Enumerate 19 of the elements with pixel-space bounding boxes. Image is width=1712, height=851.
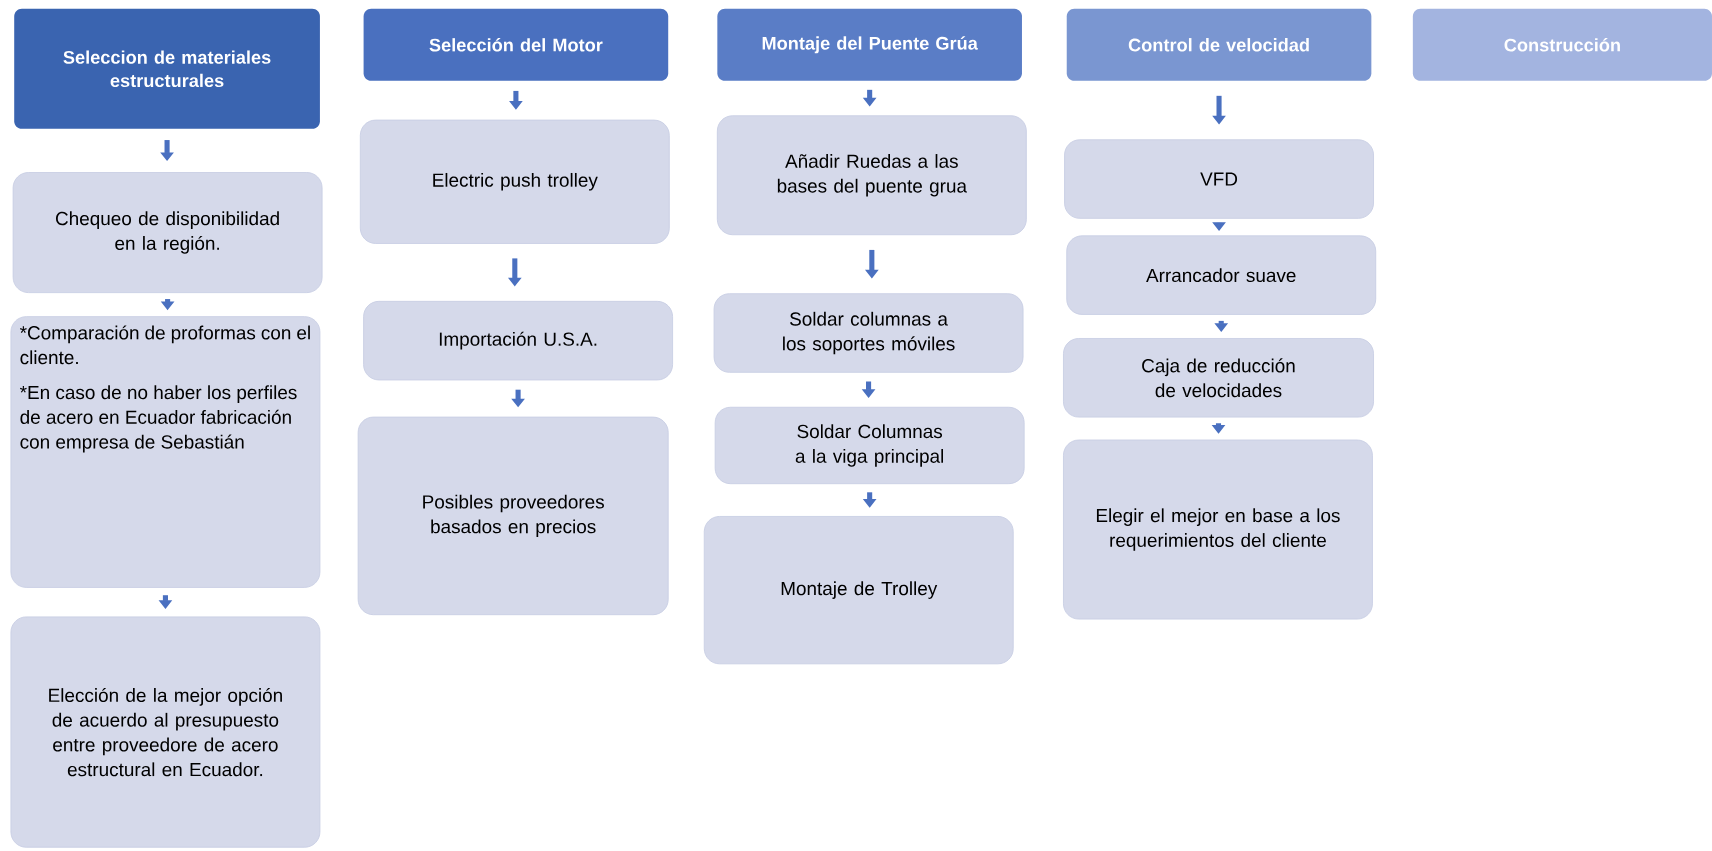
step-box: Caja de reducción de velocidades [1063, 338, 1374, 418]
step-box: *Comparación de proformas con el cliente. *En caso de no haber los perfiles de acero en Ecuador fabricación con empresa de Sebastián [10, 316, 321, 589]
header-box: Seleccion de materiales estructurales [14, 8, 320, 130]
step-box: Arrancador suave [1066, 235, 1377, 316]
header-box: Selección del Motor [363, 8, 669, 82]
step-box: Montaje de Trolley [703, 516, 1014, 665]
step-box: VFD [1064, 139, 1374, 220]
step-box: Posibles proveedores basados en precios [357, 416, 669, 616]
header-box: Construcción [1412, 8, 1712, 82]
step-box: Soldar Columnas a la viga principal [714, 407, 1025, 485]
step-box: Importación U.S.A. [363, 301, 673, 381]
step-box: Electric push trolley [359, 119, 670, 245]
header-box: Control de velocidad [1066, 8, 1372, 82]
step-box: Chequeo de disponibilidad en la región. [12, 172, 323, 294]
step-box: Añadir Ruedas a las bases del puente grua [716, 115, 1027, 236]
step-box: Soldar columnas a los soportes móviles [713, 293, 1024, 373]
step-box: Elegir el mejor en base a los requerimientos del cliente [1063, 439, 1373, 620]
step-box: Elección de la mejor opción de acuerdo al presupuesto entre proveedore de acero estructural en Ecuador. [10, 616, 321, 848]
header-box: Montaje del Puente Grúa [717, 8, 1022, 82]
